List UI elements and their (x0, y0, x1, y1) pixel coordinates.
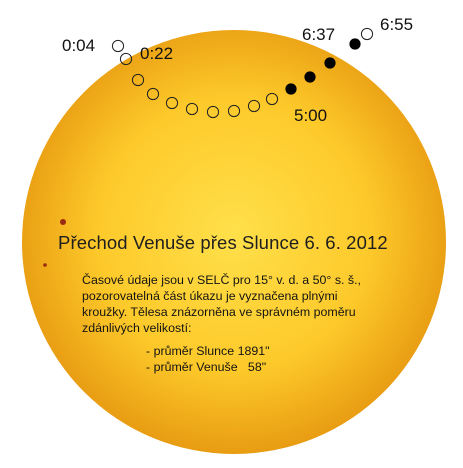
venus-position-6-55 (360, 27, 374, 41)
description-line: pozorovatelná část úkazu je vyznačena pl… (82, 289, 338, 303)
venus-position (324, 57, 336, 69)
venus-diameter-text: - průměr Venuše 58" (146, 359, 267, 374)
time-label-6-55: 6:55 (380, 15, 414, 34)
venus-position (265, 92, 279, 106)
size-list: - průměr Slunce 1891" - průměr Venuše 58… (146, 344, 270, 375)
sunspot-2 (43, 263, 47, 267)
venus-position (227, 104, 241, 118)
venus-position (119, 52, 133, 66)
description-line: zdánlivých velikostí: (82, 321, 192, 335)
venus-position-6-37 (349, 38, 361, 50)
sun-disk (22, 30, 446, 454)
time-label-6-37: 6:37 (302, 25, 336, 44)
venus-position-5-00 (285, 83, 297, 95)
description-text: Časové údaje jsou v SELČ pro 15° v. d. a… (82, 272, 412, 336)
venus-position (165, 96, 179, 110)
description-line: Časové údaje jsou v SELČ pro 15° v. d. a… (82, 273, 361, 287)
venus-position (247, 99, 261, 113)
venus-position-0-04 (111, 39, 125, 53)
venus-position (146, 87, 160, 101)
time-label-5-00: 5:00 (294, 106, 328, 125)
venus-position (185, 102, 199, 116)
sunspot-1 (60, 219, 66, 225)
venus-position (131, 73, 145, 87)
sun-diameter-text: - průměr Slunce 1891" (146, 344, 270, 358)
venus-position (304, 71, 316, 83)
venus-path (111, 27, 374, 119)
time-label-0-04: 0:04 (62, 36, 96, 55)
venus-position (206, 105, 220, 119)
time-label-0-22: 0:22 (140, 44, 174, 63)
diagram-title: Přechod Venuše přes Slunce 6. 6. 2012 (58, 232, 388, 253)
description-line: kroužky. Tělesa znázorněna ve správném p… (82, 305, 356, 319)
